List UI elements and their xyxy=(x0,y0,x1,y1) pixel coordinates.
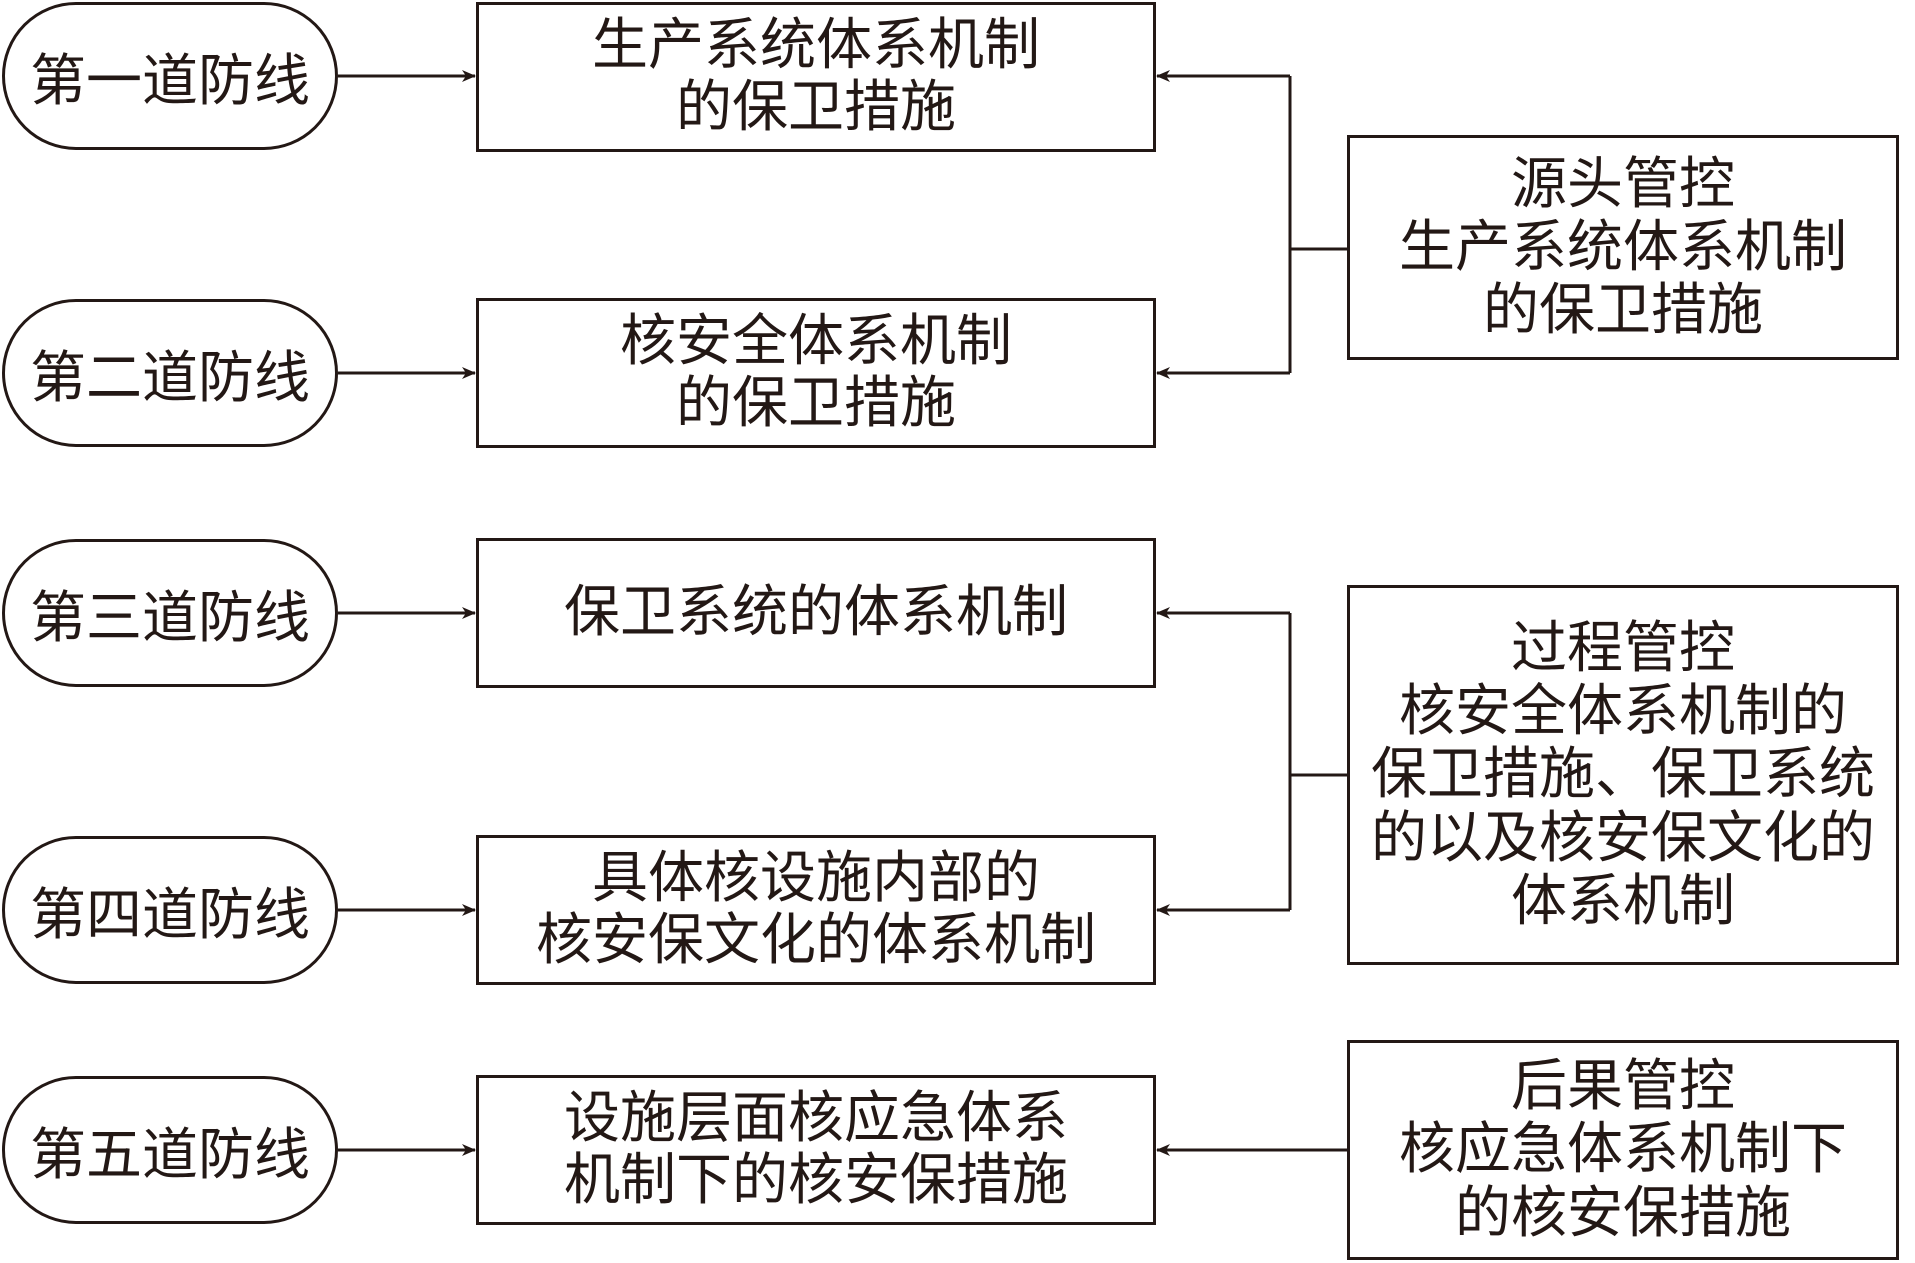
defense-line-1-label: 第一道防线 xyxy=(30,48,310,114)
defense-line-3: 第三道防线 xyxy=(2,539,338,687)
consequence-control-text: 后果管控 核应急体系机制下 的核安保措施 xyxy=(1399,1054,1847,1246)
source-control-box: 源头管控 生产系统体系机制 的保卫措施 xyxy=(1347,135,1899,360)
defense-line-4: 第四道防线 xyxy=(2,836,338,984)
measure-box-4: 具体核设施内部的 核安保文化的体系机制 xyxy=(476,835,1156,985)
measure-box-2-text: 核安全体系机制 的保卫措施 xyxy=(620,309,1012,436)
defense-line-2: 第二道防线 xyxy=(2,299,338,447)
defense-line-1: 第一道防线 xyxy=(2,2,338,150)
measure-box-3: 保卫系统的体系机制 xyxy=(476,538,1156,688)
process-control-box: 过程管控 核安全体系机制的 保卫措施、保卫系统 的以及核安保文化的 体系机制 xyxy=(1347,585,1899,965)
defense-line-5-label: 第五道防线 xyxy=(30,1122,310,1188)
measure-box-1-text: 生产系统体系机制 的保卫措施 xyxy=(592,13,1040,140)
defense-line-5: 第五道防线 xyxy=(2,1076,338,1224)
measure-box-3-text: 保卫系统的体系机制 xyxy=(564,580,1068,646)
measure-box-2: 核安全体系机制 的保卫措施 xyxy=(476,298,1156,448)
consequence-control-box: 后果管控 核应急体系机制下 的核安保措施 xyxy=(1347,1040,1899,1260)
measure-box-5-text: 设施层面核应急体系 机制下的核安保措施 xyxy=(564,1086,1068,1213)
measure-box-5: 设施层面核应急体系 机制下的核安保措施 xyxy=(476,1075,1156,1225)
defense-line-3-label: 第三道防线 xyxy=(30,585,310,651)
process-control-text: 过程管控 核安全体系机制的 保卫措施、保卫系统 的以及核安保文化的 体系机制 xyxy=(1371,615,1875,934)
defense-line-4-label: 第四道防线 xyxy=(30,882,310,948)
measure-box-1: 生产系统体系机制 的保卫措施 xyxy=(476,2,1156,152)
source-control-text: 源头管控 生产系统体系机制 的保卫措施 xyxy=(1399,151,1847,344)
defense-line-2-label: 第二道防线 xyxy=(30,345,310,411)
measure-box-4-text: 具体核设施内部的 核安保文化的体系机制 xyxy=(536,846,1096,973)
